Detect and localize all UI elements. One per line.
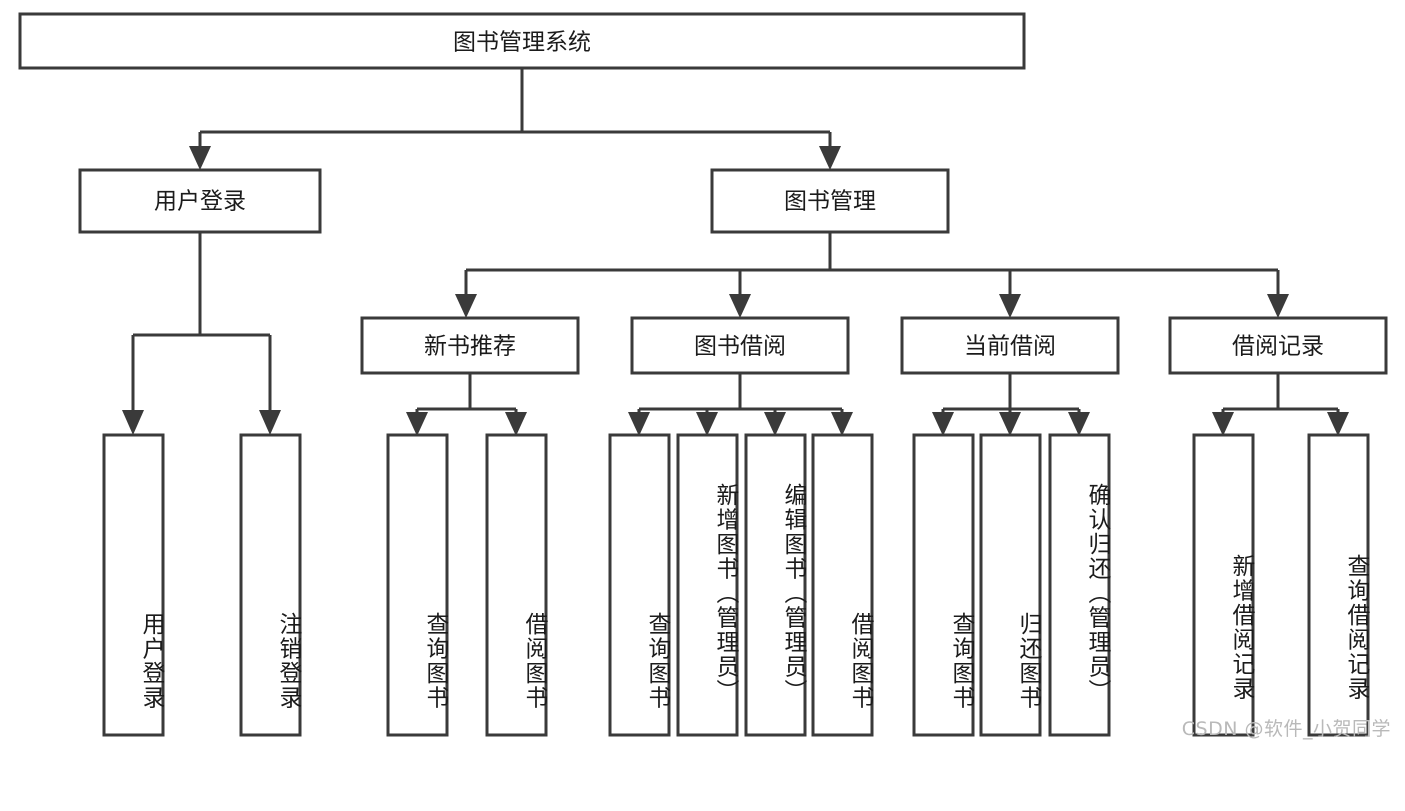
book-management-label: 图书管理 bbox=[784, 189, 876, 215]
arrow-head-icon bbox=[406, 412, 428, 436]
arrow-head-icon bbox=[455, 294, 477, 318]
current-borrow-label: 当前借阅 bbox=[964, 334, 1056, 360]
leaf-box-user-login[interactable] bbox=[102, 433, 165, 737]
watermark: CSDN @软件_小贺同学 bbox=[1181, 718, 1391, 740]
leaf-box-logout-login[interactable] bbox=[239, 433, 302, 737]
new-book-recommend-box[interactable] bbox=[360, 316, 580, 375]
user-login-label: 用户登录 bbox=[154, 189, 246, 215]
leaf-box-query-book-3[interactable] bbox=[912, 433, 975, 737]
arrow-head-icon bbox=[1212, 412, 1234, 436]
node-book-borrow[interactable]: 图书借阅 bbox=[630, 316, 850, 375]
leaf-box-add-book[interactable] bbox=[676, 433, 739, 737]
arrow-head-icon bbox=[1267, 294, 1289, 318]
arrow-head-icon bbox=[628, 412, 650, 436]
connector-borrow-record-to-leaves bbox=[1212, 373, 1349, 436]
arrow-head-icon bbox=[1068, 412, 1090, 436]
leaf-box-edit-book[interactable] bbox=[744, 433, 807, 737]
root-label: 图书管理系统 bbox=[453, 30, 591, 56]
arrow-head-icon bbox=[831, 412, 853, 436]
current-borrow-box[interactable] bbox=[900, 316, 1120, 375]
node-book-management[interactable]: 图书管理 bbox=[710, 168, 950, 234]
leaf-box-query-record[interactable] bbox=[1307, 433, 1370, 737]
node-user-login[interactable]: 用户登录 bbox=[78, 168, 322, 234]
leaf-box-return-book[interactable] bbox=[979, 433, 1042, 737]
arrow-head-icon bbox=[259, 410, 281, 435]
node-current-borrow[interactable]: 当前借阅 bbox=[900, 316, 1120, 375]
arrow-head-icon bbox=[696, 412, 718, 436]
connector-book-management-to-level3 bbox=[455, 232, 1289, 318]
leaf-box-borrow-book-2[interactable] bbox=[811, 433, 874, 737]
user-login-box[interactable] bbox=[78, 168, 322, 234]
leaf-box-confirm-return[interactable] bbox=[1048, 433, 1111, 737]
connector-root-to-level2 bbox=[189, 68, 841, 170]
book-borrow-label: 图书借阅 bbox=[694, 334, 786, 360]
node-root[interactable]: 图书管理系统 bbox=[18, 12, 1026, 70]
connector-new-book-recommend-to-leaves bbox=[406, 373, 527, 436]
hierarchy-chart-canvas: 图书管理系统 用户登录 图书管理 bbox=[18, 12, 1388, 737]
diagram-root: 图书管理系统 用户登录 图书管理 bbox=[18, 12, 1391, 740]
node-new-book-recommend[interactable]: 新书推荐 bbox=[360, 316, 580, 375]
new-book-recommend-label: 新书推荐 bbox=[424, 334, 516, 360]
connector-current-borrow-to-leaves bbox=[932, 373, 1090, 436]
arrow-head-icon bbox=[189, 146, 211, 170]
borrow-record-label: 借阅记录 bbox=[1232, 334, 1324, 360]
leaf-box-query-book-2[interactable] bbox=[608, 433, 671, 737]
arrow-head-icon bbox=[932, 412, 954, 436]
root-box[interactable] bbox=[18, 12, 1026, 70]
arrow-head-icon bbox=[999, 294, 1021, 318]
arrow-head-icon bbox=[819, 146, 841, 170]
arrow-head-icon bbox=[505, 412, 527, 436]
arrow-head-icon bbox=[729, 294, 751, 318]
leaf-box-query-book-1[interactable] bbox=[386, 433, 449, 737]
node-borrow-record[interactable]: 借阅记录 bbox=[1168, 316, 1388, 375]
arrow-head-icon bbox=[1327, 412, 1349, 436]
leaf-box-add-record[interactable] bbox=[1192, 433, 1255, 737]
leaf-box-borrow-book-1[interactable] bbox=[485, 433, 548, 737]
connector-user-login-to-leaves bbox=[122, 232, 281, 435]
connector-book-borrow-to-leaves bbox=[628, 373, 853, 436]
arrow-head-icon bbox=[764, 412, 786, 436]
arrow-head-icon bbox=[122, 410, 144, 435]
arrow-head-icon bbox=[999, 412, 1021, 436]
